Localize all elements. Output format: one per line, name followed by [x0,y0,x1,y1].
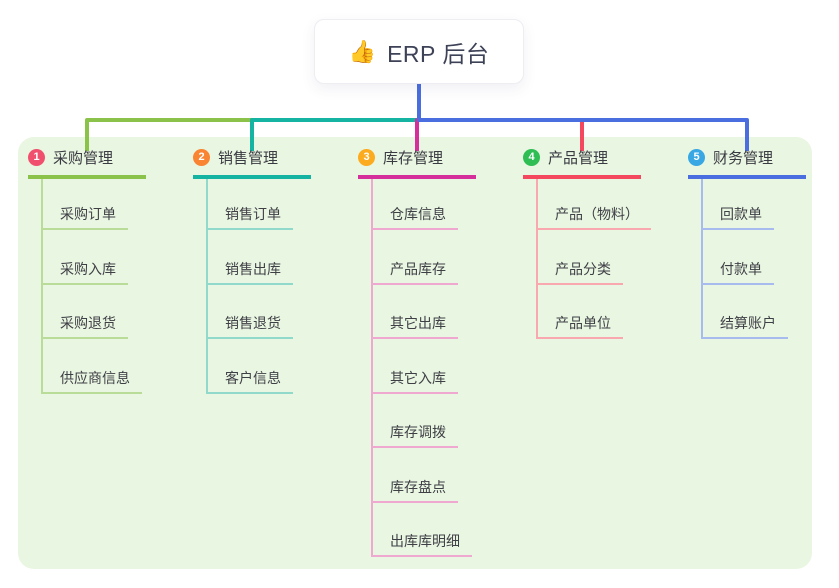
branch-topic-销售管理[interactable]: 2 销售管理 [193,147,311,179]
branch-children-采购管理: 采购订单采购入库采购退货供应商信息 [41,179,142,394]
child-row: 库存盘点 [373,448,472,503]
branches-panel [18,137,812,569]
child-row: 销售退货 [208,285,293,339]
branch-children-产品管理: 产品（物料） 产品分类产品单位 [536,179,651,339]
branch-children-财务管理: 回款单付款单结算账户 [701,179,788,339]
branch-number-badge: 1 [28,149,45,166]
child-row: 仓库信息 [373,179,472,230]
branch-number-badge: 2 [193,149,210,166]
child-row: 客户信息 [208,339,293,394]
child-node-产品分类[interactable]: 产品分类 [538,259,623,285]
child-node-结算账户[interactable]: 结算账户 [703,313,788,339]
child-row: 库存调拨 [373,394,472,448]
branch-number-badge: 5 [688,149,705,166]
child-row: 供应商信息 [43,339,142,394]
child-row: 产品（物料） [538,179,651,230]
branch-topic-label: 库存管理 [383,150,444,167]
child-node-产品（物料）[interactable]: 产品（物料） [538,204,651,230]
child-node-销售订单[interactable]: 销售订单 [208,204,293,230]
branch-children-库存管理: 仓库信息产品库存其它出库其它入库库存调拨库存盘点出库库明细 [371,179,472,557]
child-node-仓库信息[interactable]: 仓库信息 [373,204,458,230]
branch-topic-label: 财务管理 [713,150,774,167]
child-row: 结算账户 [703,285,788,339]
branch-topic-label: 销售管理 [218,150,279,167]
child-row: 产品库存 [373,230,472,285]
child-row: 销售出库 [208,230,293,285]
root-topic-label: ERP 后台 [387,40,490,67]
child-row: 回款单 [703,179,788,230]
child-node-其它出库[interactable]: 其它出库 [373,313,458,339]
branch-number-badge: 3 [358,149,375,166]
branch-topic-财务管理[interactable]: 5 财务管理 [688,147,806,179]
branch-number-badge: 4 [523,149,540,166]
child-node-付款单[interactable]: 付款单 [703,259,774,285]
child-node-供应商信息[interactable]: 供应商信息 [43,368,142,394]
child-row: 其它出库 [373,285,472,339]
child-row: 销售订单 [208,179,293,230]
child-row: 出库库明细 [373,503,472,557]
child-node-采购退货[interactable]: 采购退货 [43,313,128,339]
child-node-产品库存[interactable]: 产品库存 [373,259,458,285]
child-row: 付款单 [703,230,788,285]
child-row: 采购退货 [43,285,142,339]
child-node-回款单[interactable]: 回款单 [703,204,774,230]
branch-children-销售管理: 销售订单销售出库销售退货客户信息 [206,179,293,394]
child-row: 采购订单 [43,179,142,230]
thumbs-up-icon: 👍 [348,38,377,64]
child-node-销售出库[interactable]: 销售出库 [208,259,293,285]
branch-topic-label: 采购管理 [53,150,114,167]
branch-topic-采购管理[interactable]: 1 采购管理 [28,147,146,179]
child-node-销售退货[interactable]: 销售退货 [208,313,293,339]
child-node-产品单位[interactable]: 产品单位 [538,313,623,339]
branch-topic-产品管理[interactable]: 4 产品管理 [523,147,641,179]
child-node-出库库明细[interactable]: 出库库明细 [373,531,472,557]
child-row: 采购入库 [43,230,142,285]
child-node-采购订单[interactable]: 采购订单 [43,204,128,230]
child-row: 其它入库 [373,339,472,394]
child-row: 产品单位 [538,285,651,339]
child-node-库存调拨[interactable]: 库存调拨 [373,422,458,448]
child-node-客户信息[interactable]: 客户信息 [208,368,293,394]
child-node-库存盘点[interactable]: 库存盘点 [373,477,458,503]
branch-topic-库存管理[interactable]: 3 库存管理 [358,147,476,179]
root-topic-node[interactable]: 👍 ERP 后台 [314,19,524,84]
child-node-采购入库[interactable]: 采购入库 [43,259,128,285]
child-node-其它入库[interactable]: 其它入库 [373,368,458,394]
child-row: 产品分类 [538,230,651,285]
branch-topic-label: 产品管理 [548,150,609,167]
